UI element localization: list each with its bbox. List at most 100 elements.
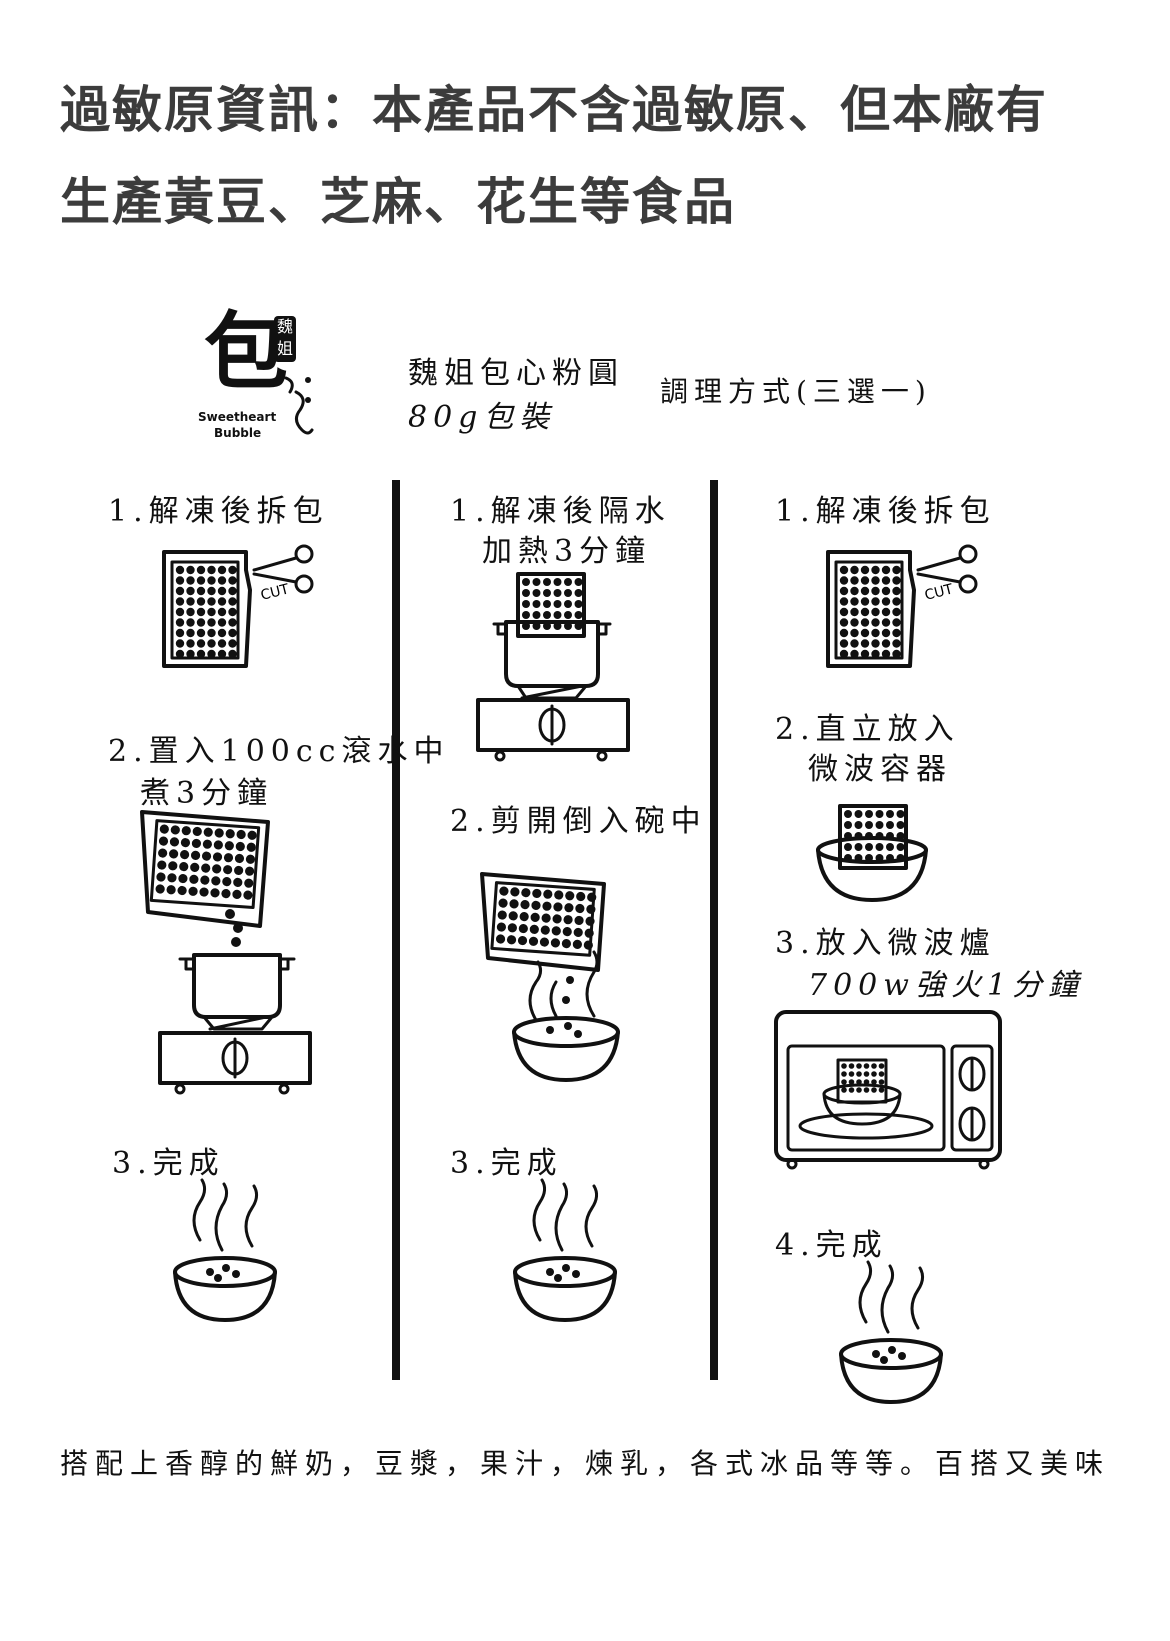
tapioca-dot	[223, 853, 234, 863]
tapioca-dot	[543, 589, 551, 597]
tapioca-dot	[186, 607, 195, 617]
tapioca-dot	[850, 618, 859, 627]
tapioca-dot	[850, 628, 859, 638]
tapioca-dot	[865, 821, 873, 829]
tapioca-dot	[896, 821, 905, 829]
tapioca-dot	[245, 854, 256, 864]
logo-seal: 魏姐	[274, 316, 296, 362]
tapioca-dot	[839, 618, 849, 627]
tapioca-dot	[228, 565, 237, 575]
tapioca-dot	[201, 863, 211, 873]
tapioca-dot	[189, 874, 199, 884]
logo-swirl-icon	[284, 376, 314, 435]
tapioca-dot	[175, 576, 185, 585]
footer-serving-suggestion: 搭配上香醇的鮮奶，豆漿，果汁，煉乳，各式冰品等等。百搭又美味	[59, 1447, 1110, 1480]
tapioca-dot	[228, 639, 237, 648]
tapioca-dot	[169, 837, 180, 847]
tapioca-dot	[201, 851, 212, 861]
col3-step2: 2.直立放入	[775, 712, 960, 747]
tapioca-dot	[586, 904, 596, 914]
tapioca-dot	[207, 628, 216, 638]
tapioca-dot	[217, 597, 227, 606]
tapioca-dot	[202, 839, 212, 849]
tapioca-dot	[878, 1071, 885, 1077]
col3-cut-label: CUT	[923, 581, 955, 604]
tapioca-dot	[539, 937, 550, 947]
tapioca-dot	[562, 927, 572, 937]
tapioca-dot	[234, 853, 245, 864]
tapioca-dot	[528, 936, 539, 946]
tapioca-dot	[856, 1071, 862, 1077]
col2-step3: 3.完成	[450, 1146, 563, 1181]
tapioca-dot	[186, 586, 195, 596]
tapioca-dot	[585, 916, 595, 926]
tapioca-dot	[839, 565, 849, 575]
allergen-line-2: 生產黃豆、芝麻、花生等食品	[60, 173, 736, 231]
tapioca-dot	[896, 843, 905, 851]
tapioca-dot	[532, 578, 541, 586]
tapioca-dot	[510, 887, 520, 897]
tapioca-dot	[860, 607, 870, 617]
tapioca-dot	[848, 1087, 855, 1093]
tapioca-dot	[167, 873, 177, 883]
tapioca-dot	[850, 586, 859, 596]
tapioca-dot	[199, 887, 209, 897]
tapioca-dot	[553, 600, 562, 608]
product-name: 魏姐包心粉圓	[408, 356, 624, 391]
tapioca-dot	[543, 889, 553, 899]
tapioca-dot	[495, 934, 506, 944]
tapioca-dot	[860, 586, 870, 596]
tapioca-dot	[550, 938, 561, 948]
tapioca-dot	[839, 607, 849, 617]
tapioca-dot	[186, 576, 195, 585]
tapioca-dot	[583, 940, 593, 950]
tapioca-dot	[223, 865, 233, 875]
tapioca-dot	[207, 565, 216, 575]
tapioca-dot	[245, 866, 255, 876]
col2-step2: 2.剪開倒入碗中	[450, 804, 707, 839]
tapioca-dot	[860, 597, 870, 606]
tapioca-dot	[839, 576, 849, 585]
tapioca-dot	[892, 576, 901, 585]
tapioca-dot	[854, 843, 863, 851]
tapioca-dot	[892, 607, 901, 617]
tapioca-dot	[509, 899, 519, 909]
tapioca-dot	[224, 841, 234, 851]
tapioca-dot	[228, 618, 237, 627]
tapioca-dot	[841, 1087, 847, 1093]
tapioca-dot	[871, 639, 880, 648]
tapioca-dot	[543, 611, 551, 619]
tapioca-dot	[881, 565, 891, 575]
column-divider-2	[710, 480, 718, 1380]
tapioca-dot	[156, 872, 166, 882]
tapioca-dot	[207, 576, 216, 585]
tapioca-dot	[522, 578, 530, 586]
tapioca-dot	[196, 618, 206, 627]
tapioca-dot	[221, 889, 231, 899]
tapioca-dot	[881, 586, 891, 596]
tapioca-dot	[850, 639, 859, 648]
tapioca-dot	[839, 639, 849, 648]
logo-tagline-1: Sweetheart	[198, 410, 277, 424]
tapioca-dot	[554, 890, 564, 900]
tapioca-dot	[892, 586, 901, 596]
tapioca-dot	[213, 840, 223, 850]
tapioca-dot	[574, 578, 583, 586]
tapioca-dot	[563, 915, 573, 925]
tapioca-dot	[175, 628, 185, 638]
tapioca-dot	[507, 923, 517, 933]
tapioca-dot	[207, 607, 216, 617]
tapioca-dot	[892, 565, 901, 575]
tapioca-dot	[552, 914, 562, 924]
col1-step1: 1.解凍後拆包	[108, 494, 329, 529]
col1-stove-pot-icon	[158, 953, 312, 1095]
tapioca-dot	[574, 600, 583, 608]
tapioca-dot	[177, 885, 187, 896]
tapioca-dot	[217, 639, 227, 648]
tapioca-dot	[158, 836, 169, 846]
tapioca-dot	[850, 607, 859, 617]
tapioca-dot	[574, 611, 583, 619]
tapioca-dot	[186, 639, 195, 648]
tapioca-dot	[844, 810, 852, 818]
tapioca-dot	[175, 618, 185, 627]
